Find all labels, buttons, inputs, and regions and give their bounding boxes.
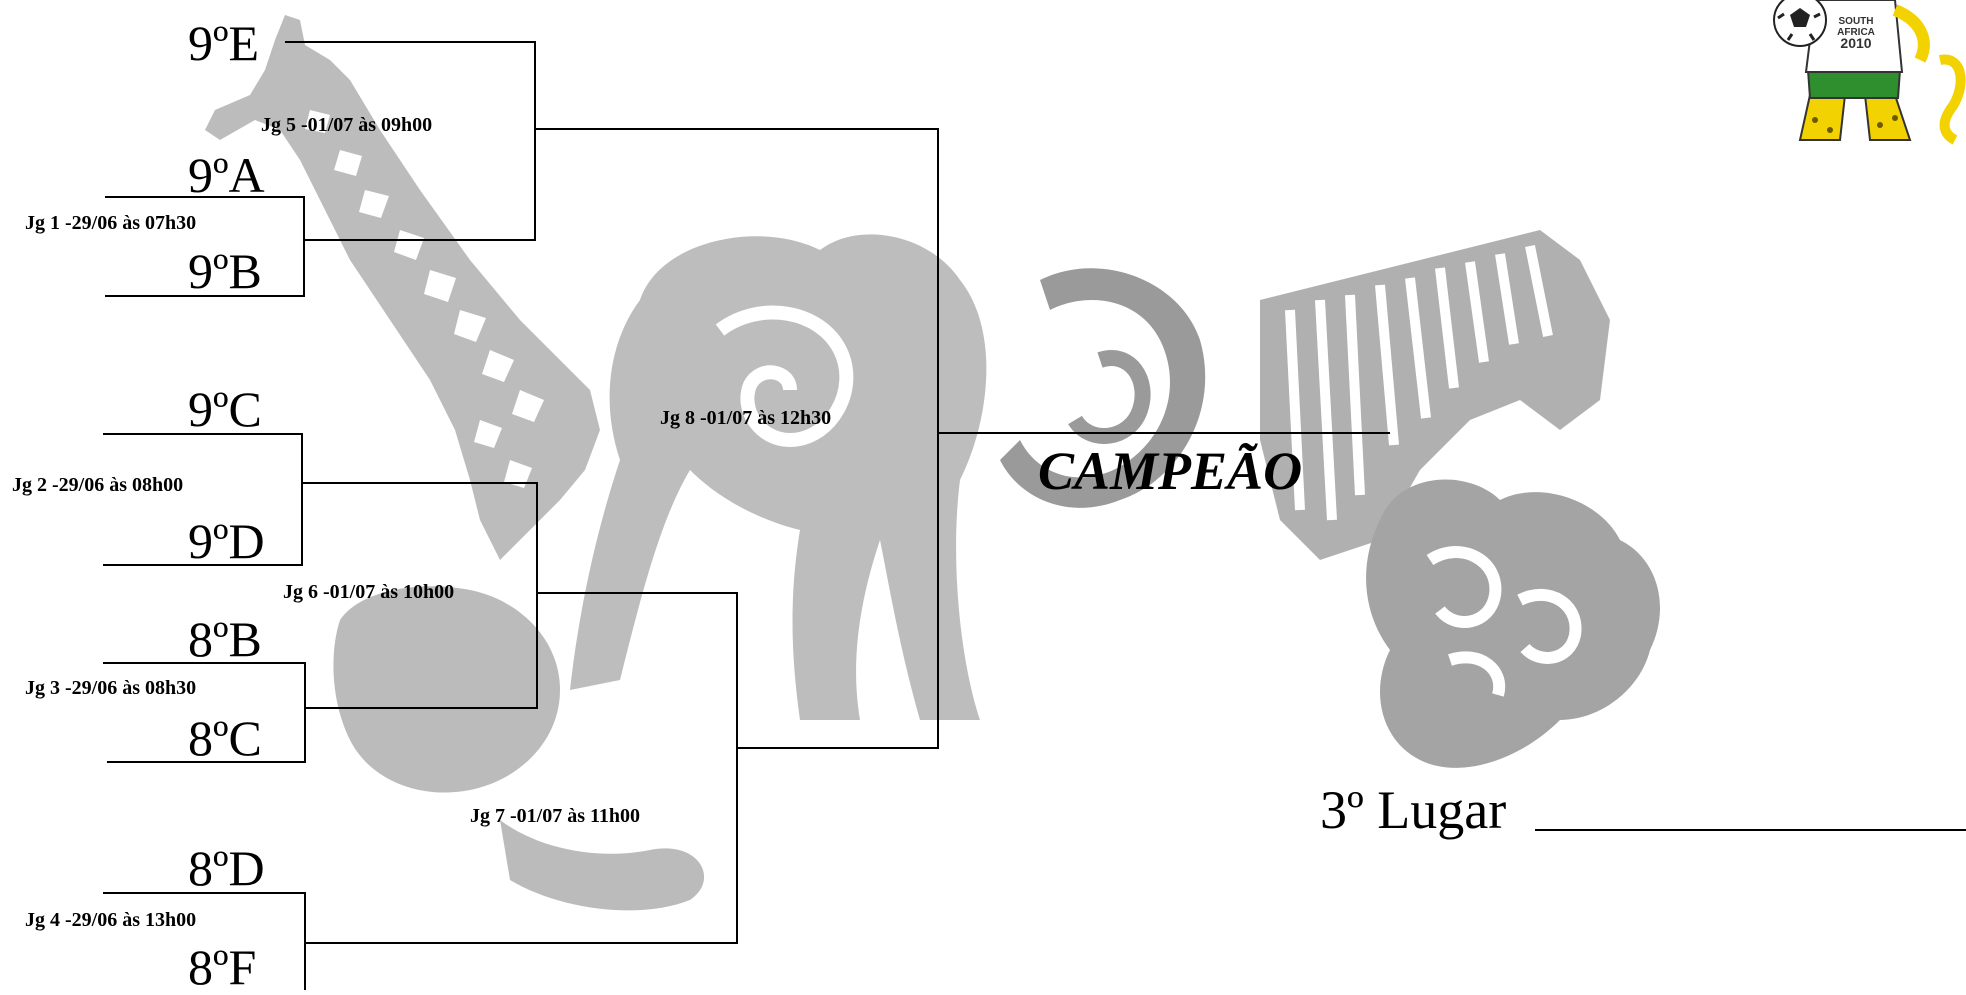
team-8d: 8ºD xyxy=(188,843,265,893)
team-9c: 9ºC xyxy=(188,384,262,434)
game-label-6: Jg 6 -01/07 às 10h00 xyxy=(283,582,454,602)
team-9a: 9ºA xyxy=(188,150,265,200)
game-label-8: Jg 8 -01/07 às 12h30 xyxy=(660,408,831,428)
game-label-5: Jg 5 -01/07 às 09h00 xyxy=(261,115,432,135)
champion-label: CAMPEÃO xyxy=(1038,444,1302,498)
team-8c: 8ºC xyxy=(188,713,262,763)
game-label-3: Jg 3 -29/06 às 08h30 xyxy=(25,678,196,698)
zakumi-mascot-icon: SOUTH AFRICA 2010 xyxy=(1770,0,1966,145)
mascot-shirt-line3: 2010 xyxy=(1840,35,1871,51)
game-label-1: Jg 1 -29/06 às 07h30 xyxy=(25,213,196,233)
third-place-label: 3º Lugar xyxy=(1320,783,1506,837)
team-9e: 9ºE xyxy=(188,18,259,68)
game-label-7: Jg 7 -01/07 às 11h00 xyxy=(470,806,640,826)
mascot-shirt-line1: SOUTH xyxy=(1839,16,1874,27)
game-label-4: Jg 4 -29/06 às 13h00 xyxy=(25,910,196,930)
team-9d: 9ºD xyxy=(188,516,265,566)
bracket-line-g7 xyxy=(305,593,737,943)
team-9b: 9ºB xyxy=(188,246,262,296)
team-8f: 8ºF xyxy=(188,942,256,992)
game-label-2: Jg 2 -29/06 às 08h00 xyxy=(12,475,183,495)
team-8b: 8ºB xyxy=(188,614,262,664)
bracket-line-g5 xyxy=(285,42,535,240)
